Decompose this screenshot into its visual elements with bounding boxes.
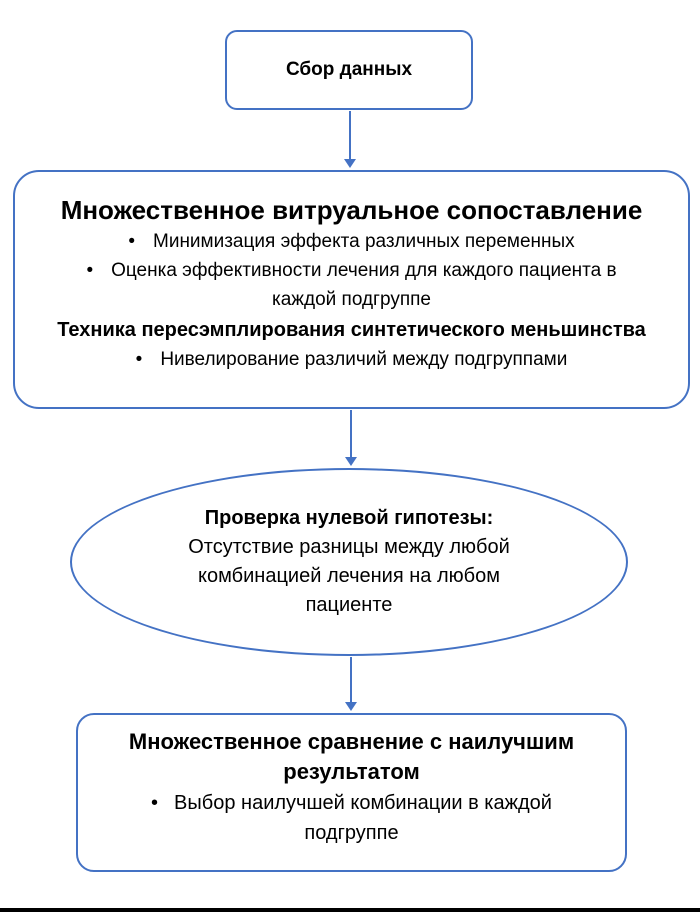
bullet-icon: • xyxy=(86,259,94,281)
list-item: • Нивелирование различий между подгруппам… xyxy=(15,345,688,374)
null-hypothesis-ellipse: Проверка нулевой гипотезы: Отсутствие ра… xyxy=(70,468,628,656)
data-collection-box: Сбор данных xyxy=(225,30,473,110)
list-item: • Оценка эффективности лечения для каждог… xyxy=(60,256,644,315)
list-item: • Выбор наилучшей комбинации в каждой под… xyxy=(117,788,587,848)
footer-divider xyxy=(0,908,700,912)
list-item-text: Минимизация эффекта различных переменных xyxy=(153,230,575,252)
virtual-matching-box: Множественное витруальное сопоставление … xyxy=(13,170,690,409)
bullet-icon: • xyxy=(135,348,143,370)
list-item-text: Оценка эффективности лечения для каждого… xyxy=(111,259,617,311)
bullet-icon: • xyxy=(128,230,135,252)
arrow-down-2 xyxy=(345,410,357,466)
arrow-down-1 xyxy=(344,111,356,168)
list-item-text: Нивелирование различий между подгруппами xyxy=(160,348,568,370)
null-hypothesis-body: Отсутствие разницы между любой комбинаци… xyxy=(188,536,510,616)
data-collection-label: Сбор данных xyxy=(285,59,413,80)
list-item: • Минимизация эффекта различных переменны… xyxy=(15,227,688,256)
arrow-down-3 xyxy=(345,657,357,711)
list-item-text: Выбор наилучшей комбинации в каждой подг… xyxy=(174,792,552,845)
multiple-comparison-box: Множественное сравнение с наилучшим резу… xyxy=(76,713,627,872)
smote-subtitle: Техника пересэмплирования синтетического… xyxy=(57,318,646,341)
multiple-comparison-title: Множественное сравнение с наилучшим резу… xyxy=(128,729,575,784)
virtual-matching-title: Множественное витруальное сопоставление xyxy=(60,195,643,225)
null-hypothesis-title: Проверка нулевой гипотезы: xyxy=(204,507,494,529)
bullet-icon: • xyxy=(151,792,159,815)
